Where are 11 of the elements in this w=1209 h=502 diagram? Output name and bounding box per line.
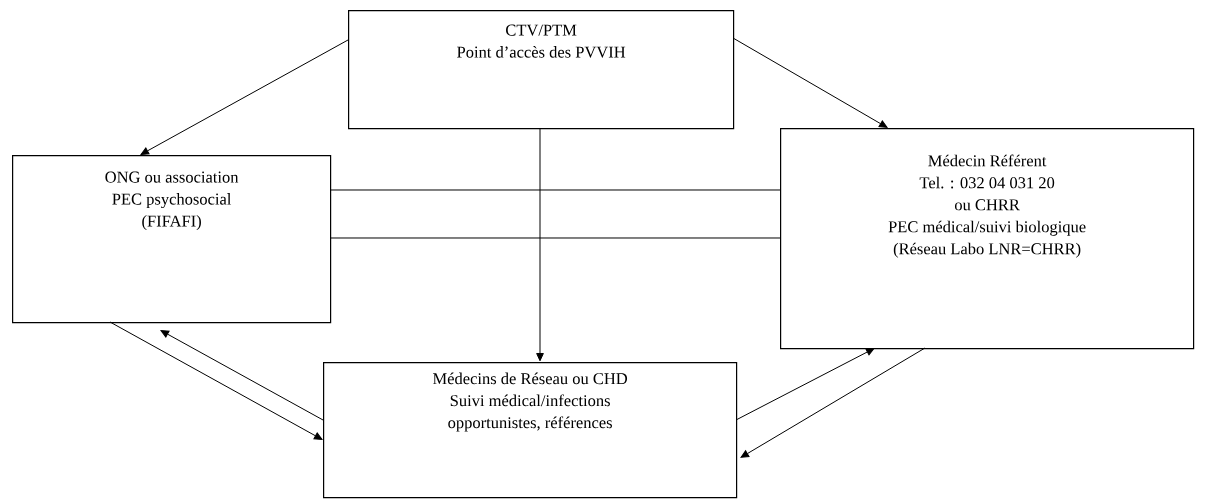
- arrow: [732, 37, 888, 128]
- arrow: [536, 127, 544, 362]
- process-box: Médecin Référent Tel. : 032 04 031 20 ou CHRR PEC médical/suivi biologique (Réseau Labo LNR=CHRR): [780, 128, 1195, 350]
- arrow: [140, 39, 349, 155]
- process-box: CTV/PTM Point d’accès des PVVIH: [348, 10, 735, 130]
- arrow: [160, 330, 324, 421]
- arrow: [109, 321, 323, 440]
- arrow: [740, 347, 926, 458]
- process-box: ONG ou association PEC psychosocial (FIFAFI): [12, 155, 332, 324]
- process-box: Médecins de Réseau ou CHD Suivi médical/infections opportunistes, références: [323, 361, 738, 499]
- arrow: [735, 348, 875, 421]
